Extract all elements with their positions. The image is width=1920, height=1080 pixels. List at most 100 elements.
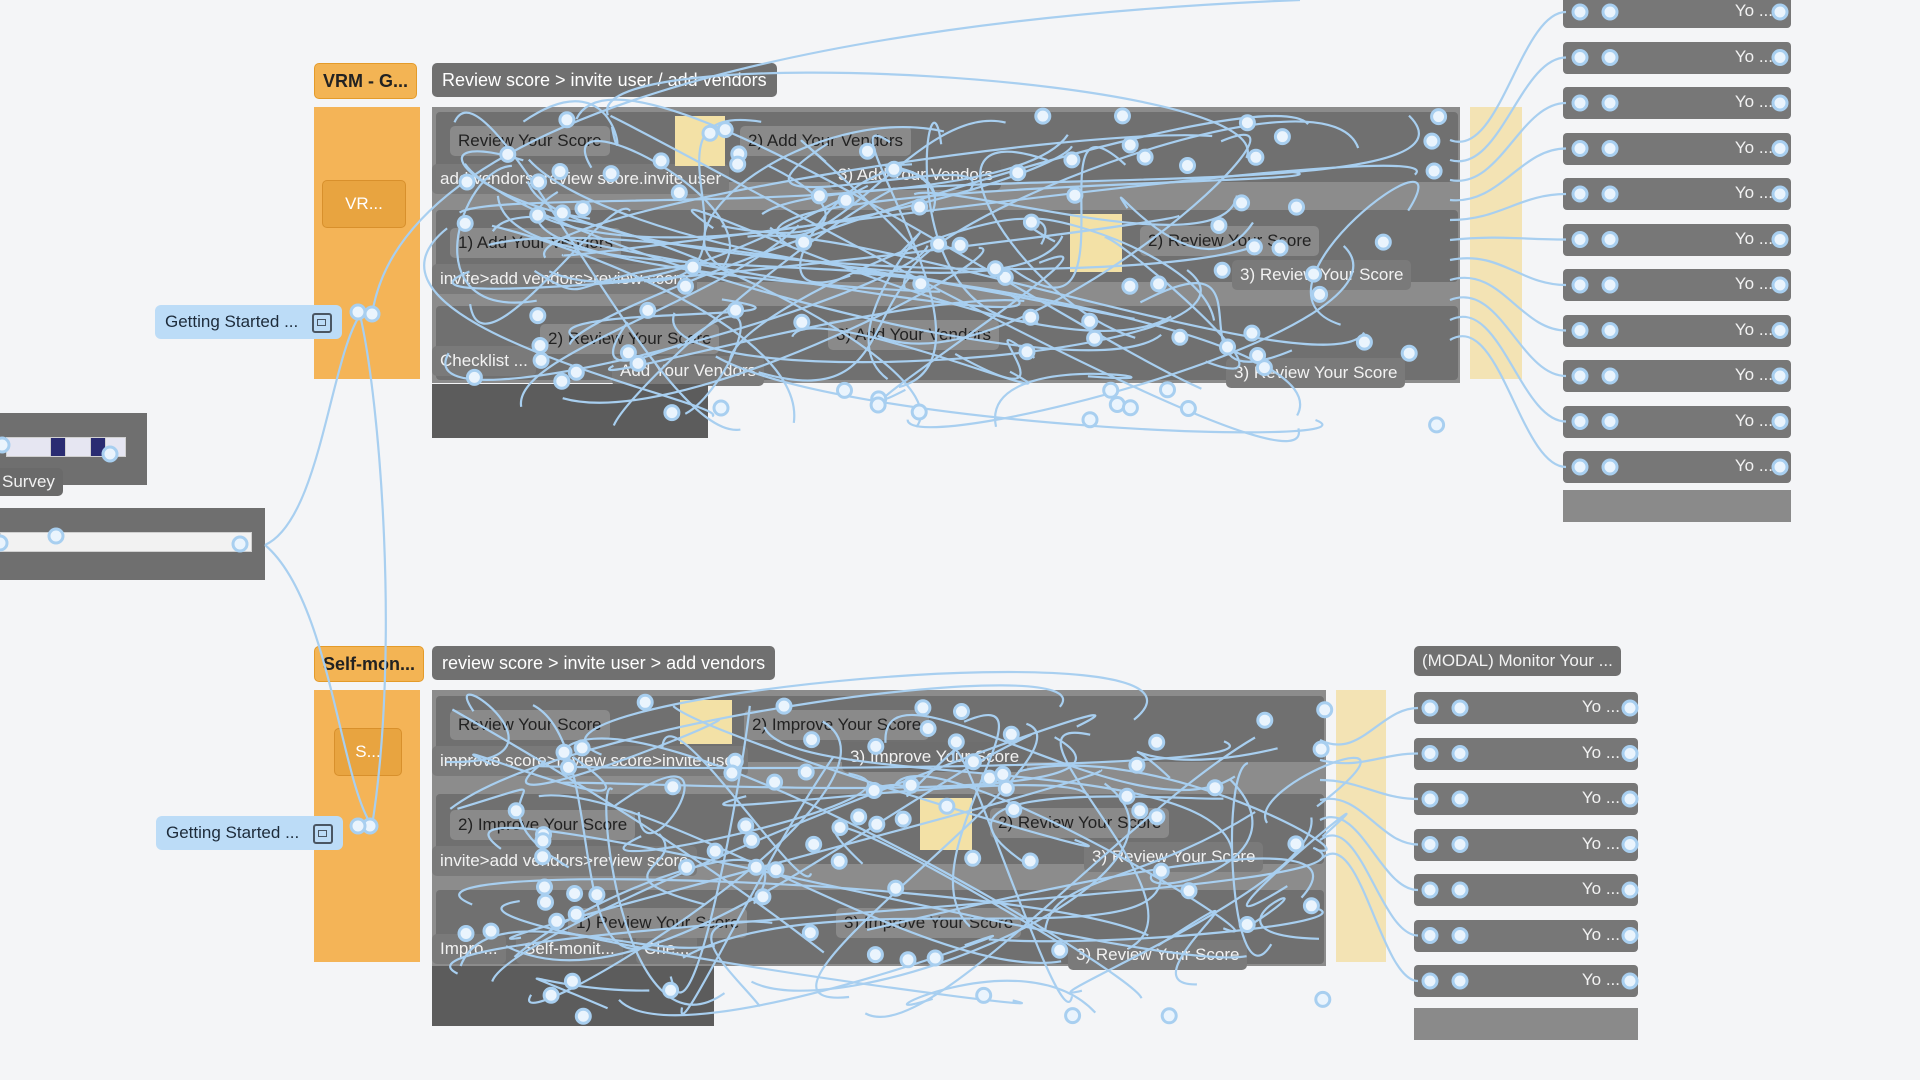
connection-port[interactable] — [910, 403, 928, 421]
connection-port[interactable] — [1771, 140, 1789, 157]
connection-port[interactable] — [457, 925, 475, 942]
connection-port[interactable] — [1302, 897, 1320, 915]
connection-port[interactable] — [1159, 381, 1176, 399]
connection-port[interactable] — [1451, 972, 1469, 990]
connection-port[interactable] — [1131, 802, 1149, 820]
connection-port[interactable] — [574, 1007, 592, 1025]
connection-port[interactable] — [1273, 128, 1291, 146]
connection-port[interactable] — [930, 235, 948, 253]
connection-port[interactable] — [0, 534, 9, 552]
connection-port[interactable] — [810, 187, 828, 205]
connection-port[interactable] — [1311, 285, 1329, 303]
connection-port[interactable] — [723, 764, 741, 782]
connection-port[interactable] — [1601, 3, 1619, 21]
connection-port[interactable] — [1601, 458, 1619, 476]
connection-port[interactable] — [743, 831, 761, 849]
connection-port[interactable] — [652, 152, 670, 170]
top-row1-mid2[interactable]: 3) Add Your Vendors — [830, 160, 1002, 190]
connection-port[interactable] — [837, 191, 855, 209]
connection-port[interactable] — [975, 986, 993, 1004]
connection-port[interactable] — [548, 912, 566, 930]
connection-port[interactable] — [1312, 740, 1330, 758]
connection-port[interactable] — [619, 344, 637, 362]
connection-port[interactable] — [1423, 132, 1441, 150]
connection-port[interactable] — [951, 236, 969, 254]
connection-port[interactable] — [1451, 881, 1469, 899]
connection-port[interactable] — [801, 924, 819, 942]
connection-port[interactable] — [1210, 217, 1228, 234]
self-monitor-item[interactable]: Yo ... — [1563, 405, 1791, 438]
connection-port[interactable] — [1771, 231, 1789, 248]
connection-port[interactable] — [1034, 107, 1052, 125]
self-monitor-item[interactable]: Yo ... — [1563, 451, 1791, 483]
connection-port[interactable] — [1571, 49, 1589, 66]
connection-port[interactable] — [482, 922, 500, 940]
connection-port[interactable] — [1121, 399, 1139, 417]
bottom-row1-label[interactable]: Review Your Score — [450, 710, 610, 740]
connection-port[interactable] — [1771, 49, 1789, 66]
connection-port[interactable] — [1022, 308, 1040, 326]
connection-port[interactable] — [349, 817, 367, 835]
connection-port[interactable] — [1428, 416, 1446, 434]
connection-port[interactable] — [1601, 231, 1619, 248]
connection-port[interactable] — [1233, 194, 1251, 212]
connection-port[interactable] — [47, 527, 65, 545]
connection-port[interactable] — [662, 981, 680, 999]
connection-port[interactable] — [737, 817, 755, 835]
self-monitor-item[interactable]: Yo ... — [1414, 965, 1638, 997]
connection-port[interactable] — [574, 200, 592, 218]
connection-port[interactable] — [1316, 701, 1334, 719]
self-monitor-item[interactable]: Yo ... — [1563, 87, 1791, 119]
connection-port[interactable] — [1066, 186, 1084, 204]
connection-port[interactable] — [1247, 148, 1265, 166]
connection-port[interactable] — [1621, 790, 1639, 808]
connection-port[interactable] — [551, 163, 569, 180]
connection-port[interactable] — [766, 773, 784, 791]
connection-port[interactable] — [1601, 185, 1619, 203]
connection-port[interactable] — [684, 258, 702, 276]
connection-port[interactable] — [534, 848, 552, 866]
connection-port[interactable] — [1238, 916, 1256, 933]
vrm-group-label[interactable]: VRM - G... — [314, 63, 417, 99]
connection-port[interactable] — [1421, 927, 1439, 944]
connection-port[interactable] — [553, 204, 571, 222]
connection-port[interactable] — [1243, 324, 1261, 342]
bottom-modal-label[interactable]: (MODAL) Monitor Your ... — [1414, 646, 1621, 676]
connection-port[interactable] — [729, 155, 747, 173]
self-monitor-item[interactable]: Yo ... — [1563, 314, 1791, 347]
connection-port[interactable] — [1180, 882, 1198, 900]
connection-port[interactable] — [1771, 185, 1789, 203]
connection-port[interactable] — [1114, 107, 1131, 125]
connection-port[interactable] — [458, 173, 476, 191]
top-right-last-frame[interactable] — [1563, 490, 1791, 522]
connection-port[interactable] — [911, 198, 929, 216]
connection-port[interactable] — [797, 763, 815, 781]
connection-port[interactable] — [831, 819, 849, 836]
connection-port[interactable] — [670, 184, 688, 202]
connection-port[interactable] — [1571, 140, 1589, 157]
self-monitor-item[interactable]: Yo ... — [1563, 41, 1791, 74]
connection-port[interactable] — [1374, 233, 1392, 251]
connection-port[interactable] — [938, 797, 956, 815]
connection-port[interactable] — [1287, 835, 1305, 853]
connection-port[interactable] — [868, 815, 886, 833]
connection-port[interactable] — [914, 699, 932, 717]
connection-port[interactable] — [636, 693, 654, 711]
connection-port[interactable] — [602, 165, 620, 183]
connection-port[interactable] — [530, 173, 548, 191]
connection-port[interactable] — [1601, 94, 1619, 112]
connection-port[interactable] — [1148, 808, 1166, 826]
bottom-getting-started-node[interactable]: Getting Started ... — [156, 816, 344, 850]
connection-port[interactable] — [1305, 265, 1323, 283]
connection-port[interactable] — [1150, 275, 1168, 293]
connection-port[interactable] — [1571, 94, 1589, 112]
connection-port[interactable] — [1421, 699, 1439, 717]
connection-port[interactable] — [902, 776, 920, 794]
self-monitor-item[interactable]: Yo ... — [1563, 132, 1791, 165]
connection-port[interactable] — [0, 436, 11, 454]
connection-port[interactable] — [1081, 411, 1099, 429]
connection-port[interactable] — [567, 363, 585, 381]
connection-port[interactable] — [1148, 733, 1166, 751]
connection-port[interactable] — [805, 835, 823, 853]
connection-port[interactable] — [1621, 699, 1639, 717]
